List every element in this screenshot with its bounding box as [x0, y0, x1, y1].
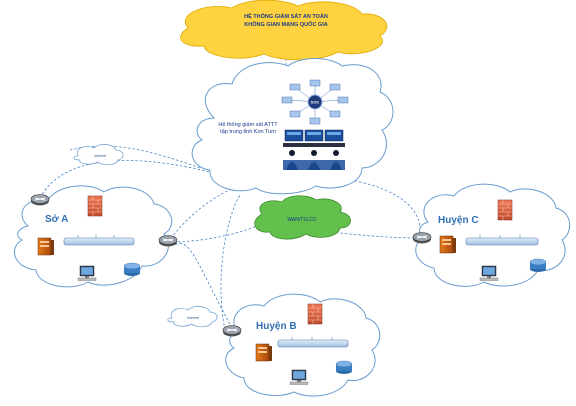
huyen-c-server-icon — [439, 235, 457, 254]
center-cloud: SOC Hệ thống giám sát ATTT tập trung tỉn… — [191, 58, 394, 195]
huyen-c-database-icon — [529, 258, 547, 273]
so-a-cloud: Sở A — [13, 185, 178, 288]
center-label-line2: tập trung tỉnh Kon Tum — [220, 128, 276, 135]
huyen-c-pc-icon — [479, 265, 499, 281]
huyen-b-label: Huyện B — [256, 321, 297, 332]
so-a-edge-router-icon — [158, 235, 178, 247]
soc-endpoint-icons — [281, 79, 349, 125]
huyen-b-cloud: Huyện B — [222, 293, 381, 397]
national-cloud: HỆ THỐNG GIÁM SÁT AN TOÀN KHÔNG GIAN MẠN… — [180, 0, 388, 61]
huyen-c-firewall-icon — [497, 199, 513, 221]
huyen-b-database-icon — [335, 360, 353, 375]
so-a-pc-icon — [77, 265, 97, 281]
wan-cloud: WAN/TSLCD — [254, 195, 351, 240]
link-huyenc-center — [349, 179, 421, 231]
internet-cloud-soa: Internet — [73, 144, 124, 166]
so-a-database-icon — [123, 262, 141, 277]
center-label-line1: Hệ thống giám sát ATTT — [218, 122, 278, 128]
monitoring-room-icon — [283, 129, 345, 170]
link-huyenb-center — [220, 194, 241, 331]
huyen-c-switch-icon — [465, 235, 539, 246]
so-a-switch-icon — [63, 235, 135, 246]
so-a-label: Sở A — [45, 214, 68, 225]
national-title-line1: HỆ THỐNG GIÁM SÁT AN TOÀN — [244, 12, 328, 20]
link-huyenb-wan — [174, 242, 233, 329]
soc-hub-diagram: SOC — [281, 79, 349, 125]
so-a-firewall-icon — [87, 195, 103, 217]
huyen-c-cloud: Huyện C — [412, 183, 571, 287]
soc-hub-icon — [307, 94, 323, 110]
huyen-b-switch-icon — [277, 337, 349, 348]
huyen-b-pc-icon — [289, 369, 309, 385]
huyen-b-server-icon — [255, 343, 273, 362]
link-soa-center — [39, 160, 211, 199]
national-title-line2: KHÔNG GIAN MẠNG QUỐC GIA — [244, 20, 327, 28]
so-a-router-icon — [30, 194, 50, 206]
huyen-c-router-icon — [412, 232, 432, 244]
link-soa-wan — [167, 184, 241, 243]
soc-hub-label: SOC — [311, 100, 320, 105]
internet-label-soa: Internet — [94, 154, 107, 158]
huyen-c-label: Huyện C — [438, 215, 479, 226]
wan-label: WAN/TSLCD — [287, 217, 317, 223]
huyen-b-router-icon — [222, 325, 242, 337]
so-a-server-icon — [37, 237, 55, 256]
link-wan-soa — [177, 217, 277, 243]
internet-label-huyenb: Internet — [187, 316, 200, 320]
internet-cloud-huyenb: Internet — [167, 306, 218, 328]
huyen-b-firewall-icon — [307, 303, 323, 325]
